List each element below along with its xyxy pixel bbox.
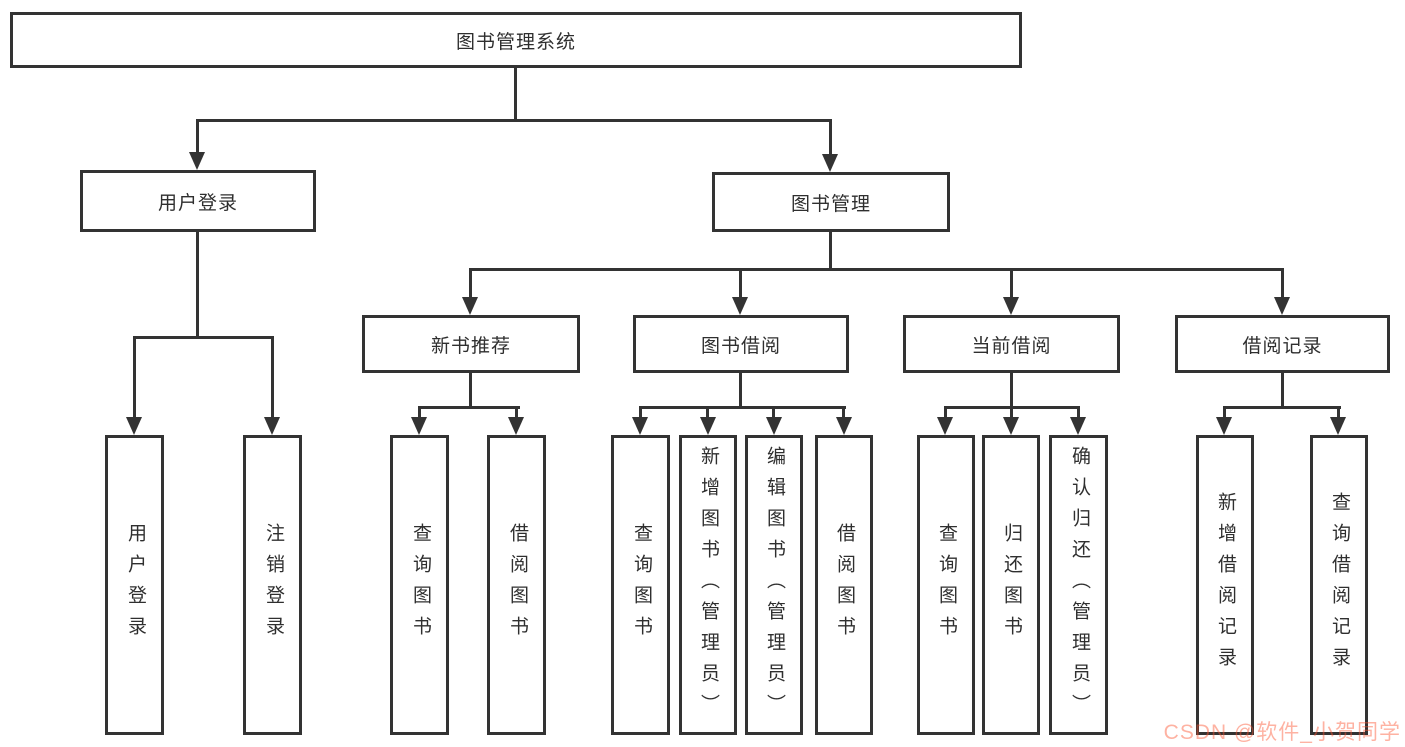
connector-line — [196, 232, 199, 339]
connector-line — [418, 406, 520, 409]
connector-line — [514, 68, 517, 122]
leaf-edit-books-admin: 编辑图书（管理员） — [745, 435, 803, 735]
arrowhead-down-icon — [264, 417, 280, 435]
arrowhead-down-icon — [1003, 297, 1019, 315]
arrowhead-down-icon — [508, 417, 524, 435]
leaf-query-books-current: 查询图书 — [917, 435, 975, 735]
arrowhead-down-icon — [189, 152, 205, 170]
arrowhead-down-icon — [1003, 417, 1019, 435]
arrowhead-down-icon — [1216, 417, 1232, 435]
connector-line — [469, 373, 472, 409]
connector-line — [739, 268, 742, 299]
connector-line — [418, 406, 421, 418]
arrowhead-down-icon — [700, 417, 716, 435]
arrowhead-down-icon — [1070, 417, 1086, 435]
connector-line — [842, 406, 845, 418]
connector-line — [133, 336, 136, 419]
connector-line — [829, 232, 832, 271]
arrowhead-down-icon — [766, 417, 782, 435]
leaf-borrow-books-recommend: 借阅图书 — [487, 435, 546, 735]
leaf-query-books-borrowing: 查询图书 — [611, 435, 670, 735]
connector-line — [469, 268, 472, 299]
connector-line — [469, 268, 1284, 271]
connector-line — [1010, 373, 1013, 409]
leaf-query-books-recommend: 查询图书 — [390, 435, 449, 735]
arrowhead-down-icon — [822, 154, 838, 172]
csdn-watermark: CSDN @软件_小贺同学 — [1163, 721, 1401, 744]
leaf-confirm-return-admin: 确认归还（管理员） — [1049, 435, 1108, 735]
node-library-system: 图书管理系统 — [10, 12, 1022, 68]
arrowhead-down-icon — [1330, 417, 1346, 435]
leaf-add-borrow-record: 新增借阅记录 — [1196, 435, 1254, 735]
connector-line — [271, 336, 274, 419]
node-borrowing-records: 借阅记录 — [1175, 315, 1390, 373]
arrowhead-down-icon — [937, 417, 953, 435]
connector-line — [515, 406, 518, 418]
leaf-logout: 注销登录 — [243, 435, 302, 735]
arrowhead-down-icon — [126, 417, 142, 435]
connector-line — [1223, 406, 1226, 418]
connector-line — [772, 406, 775, 418]
connector-line — [1223, 406, 1341, 409]
connector-line — [1337, 406, 1340, 418]
leaf-query-borrow-record: 查询借阅记录 — [1310, 435, 1368, 735]
node-new-book-recommend: 新书推荐 — [362, 315, 580, 373]
arrowhead-down-icon — [1274, 297, 1290, 315]
connector-line — [1010, 406, 1013, 418]
connector-line — [1010, 268, 1013, 299]
arrowhead-down-icon — [632, 417, 648, 435]
connector-line — [133, 336, 274, 339]
connector-line — [1281, 268, 1284, 299]
node-user-login: 用户登录 — [80, 170, 316, 232]
connector-line — [1281, 373, 1284, 409]
connector-line — [639, 406, 846, 409]
leaf-return-books: 归还图书 — [982, 435, 1040, 735]
arrowhead-down-icon — [462, 297, 478, 315]
connector-line — [196, 119, 832, 122]
node-current-borrowing: 当前借阅 — [903, 315, 1120, 373]
connector-line — [706, 406, 709, 418]
connector-line — [829, 119, 832, 156]
connector-line — [739, 373, 742, 409]
leaf-add-books-admin: 新增图书（管理员） — [679, 435, 737, 735]
arrowhead-down-icon — [836, 417, 852, 435]
leaf-borrow-books: 借阅图书 — [815, 435, 873, 735]
connector-line — [196, 119, 199, 154]
leaf-user-login: 用户登录 — [105, 435, 164, 735]
connector-line — [944, 406, 947, 418]
node-book-borrowing: 图书借阅 — [633, 315, 849, 373]
arrowhead-down-icon — [411, 417, 427, 435]
connector-line — [639, 406, 642, 418]
node-book-management: 图书管理 — [712, 172, 950, 232]
connector-line — [1077, 406, 1080, 418]
arrowhead-down-icon — [732, 297, 748, 315]
